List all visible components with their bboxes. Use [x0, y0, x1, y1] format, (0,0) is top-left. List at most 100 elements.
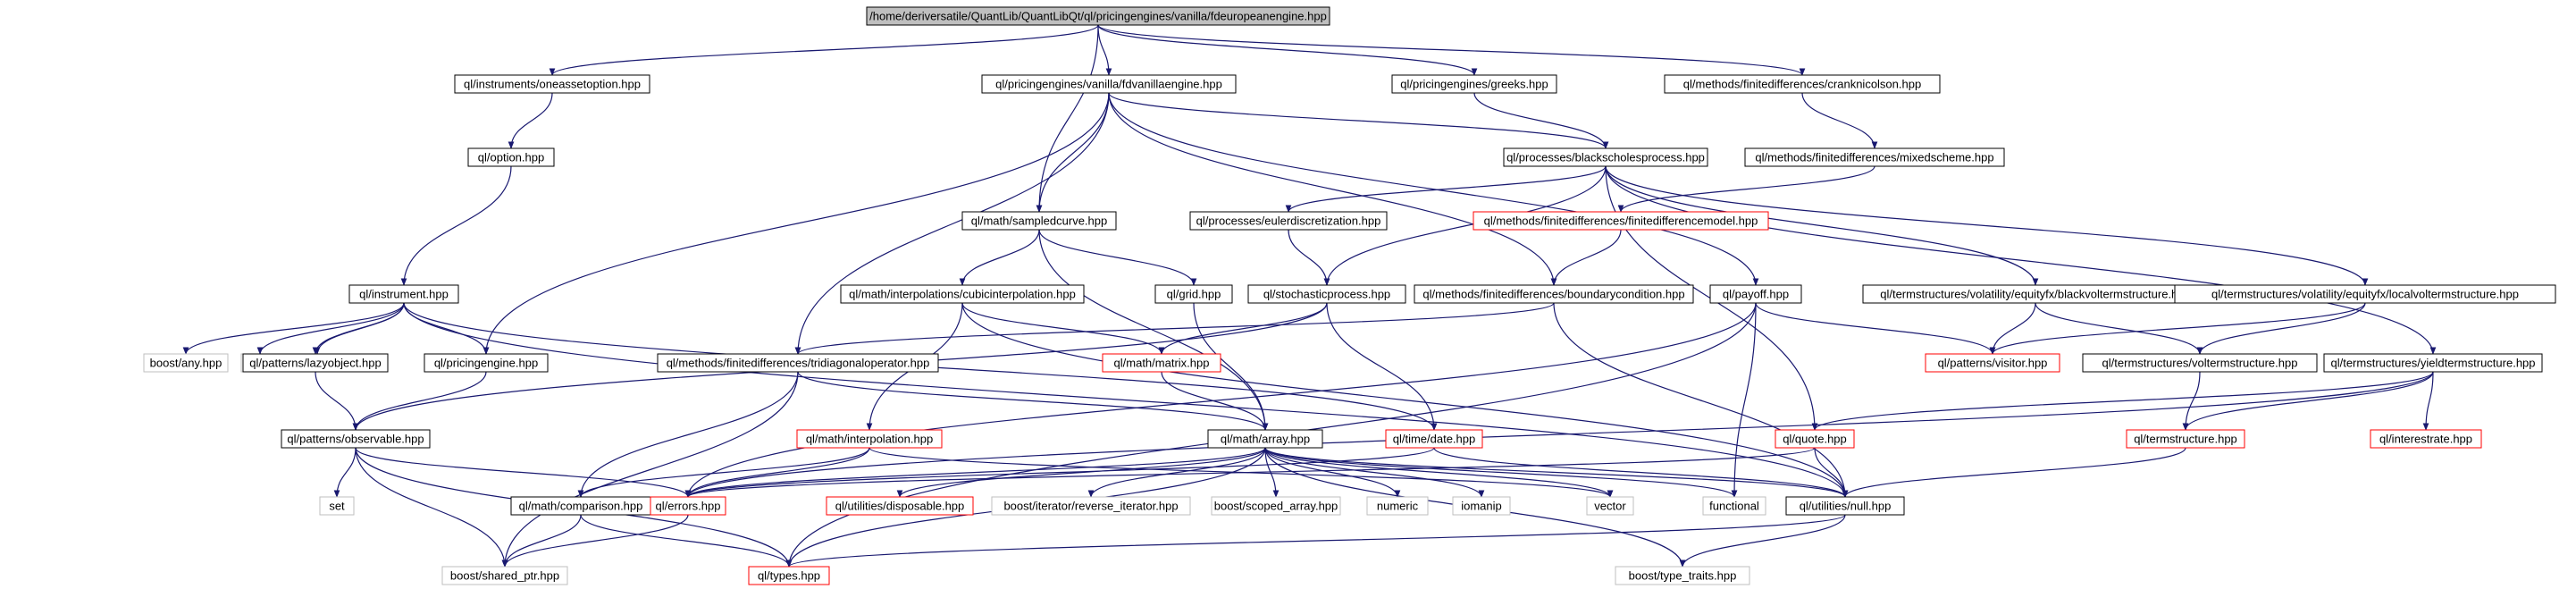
- node-eulerdisc[interactable]: ql/processes/eulerdiscretization.hpp: [1189, 211, 1388, 231]
- node-sharedptr: boost/shared_ptr.hpp: [441, 566, 568, 585]
- node-fdmodel[interactable]: ql/methods/finitedifferences/finitediffe…: [1473, 211, 1769, 231]
- edge-array-to-disposable: [896, 447, 1266, 498]
- node-boundary[interactable]: ql/methods/finitedifferences/boundarycon…: [1414, 284, 1694, 304]
- edge-interpolation-to-comparison: [577, 447, 870, 498]
- edge-array-to-reviter: [1087, 447, 1266, 498]
- node-box: [1503, 147, 1708, 167]
- edge-root-to-cranknicolson: [1097, 24, 1806, 76]
- node-interestrate[interactable]: ql/interestrate.hpp: [2370, 429, 2482, 449]
- node-box: [2174, 284, 2556, 304]
- node-tridiag[interactable]: ql/methods/finitedifferences/tridiagonal…: [657, 353, 939, 373]
- node-label: ql/instruments/oneassetoption.hpp: [464, 78, 641, 91]
- edge-observable-to-errors: [355, 447, 692, 498]
- node-cubicinterp[interactable]: ql/math/interpolations/cubicinterpolatio…: [840, 284, 1085, 304]
- node-visitor[interactable]: ql/patterns/visitor.hpp: [1925, 353, 2060, 373]
- node-label: ql/termstructure.hpp: [2134, 433, 2237, 446]
- node-numeric: numeric: [1366, 496, 1429, 516]
- node-label: ql/pricingengines/greeks.hpp: [1400, 78, 1548, 91]
- edge-comparison-to-sharedptr: [501, 514, 582, 568]
- node-box: [1452, 496, 1511, 516]
- node-label: functional: [1709, 500, 1759, 513]
- node-errors[interactable]: ql/errors.hpp: [650, 496, 726, 516]
- node-pricingengine[interactable]: ql/pricingengine.hpp: [424, 353, 549, 373]
- edge-sampledcurve-to-grid: [1038, 229, 1197, 286]
- node-label: boost/type_traits.hpp: [1629, 569, 1737, 583]
- node-matrix[interactable]: ql/math/matrix.hpp: [1102, 353, 1221, 373]
- node-quote[interactable]: ql/quote.hpp: [1775, 429, 1855, 449]
- node-box: [2370, 429, 2482, 449]
- node-label: ql/methods/finitedifferences/cranknicols…: [1683, 78, 1921, 91]
- node-yieldts[interactable]: ql/termstructures/yieldtermstructure.hpp: [2323, 353, 2543, 373]
- edge-fdvanillaengine-to-blackscholes: [1108, 92, 1609, 149]
- node-label: ql/utilities/null.hpp: [1800, 500, 1892, 513]
- edge-fdvanillaengine-to-tridiag: [794, 92, 1110, 355]
- node-voltermstruct[interactable]: ql/termstructures/voltermstructure.hpp: [2082, 353, 2318, 373]
- edge-root-to-greeks: [1097, 24, 1478, 76]
- node-array[interactable]: ql/math/array.hpp: [1207, 429, 1323, 449]
- node-null[interactable]: ql/utilities/null.hpp: [1785, 496, 1905, 516]
- node-stochproc[interactable]: ql/stochasticprocess.hpp: [1247, 284, 1406, 304]
- edge-yieldts-to-errors: [684, 371, 2434, 498]
- node-blackscholes[interactable]: ql/processes/blackscholesprocess.hpp: [1503, 147, 1708, 167]
- node-label: ql/stochasticprocess.hpp: [1263, 288, 1390, 301]
- node-grid[interactable]: ql/grid.hpp: [1154, 284, 1233, 304]
- node-label: ql/patterns/lazyobject.hpp: [249, 357, 381, 370]
- node-label: ql/errors.hpp: [656, 500, 721, 513]
- edge-matrix-to-array: [1161, 371, 1269, 431]
- node-oneassetoption[interactable]: ql/instruments/oneassetoption.hpp: [454, 74, 650, 94]
- edge-array-to-vector: [1264, 447, 1614, 498]
- node-label: ql/math/interpolation.hpp: [806, 433, 933, 446]
- node-label: set: [329, 500, 345, 513]
- node-observable[interactable]: ql/patterns/observable.hpp: [281, 429, 431, 449]
- node-instrument[interactable]: ql/instrument.hpp: [348, 284, 459, 304]
- node-label: ql/interestrate.hpp: [2379, 433, 2472, 446]
- node-label: ql/option.hpp: [478, 151, 544, 164]
- node-termstructure[interactable]: ql/termstructure.hpp: [2126, 429, 2245, 449]
- node-date[interactable]: ql/time/date.hpp: [1385, 429, 1483, 449]
- node-option[interactable]: ql/option.hpp: [467, 147, 555, 167]
- node-box: [454, 74, 650, 94]
- node-payoff[interactable]: ql/payoff.hpp: [1709, 284, 1802, 304]
- node-vector: vector: [1586, 496, 1634, 516]
- node-label: ql/instrument.hpp: [359, 288, 449, 301]
- edge-blackscholes-to-localvol: [1605, 165, 2369, 286]
- node-localvol[interactable]: ql/termstructures/volatility/equityfx/lo…: [2174, 284, 2556, 304]
- node-label: /home/deriversatile/QuantLib/QuantLibQt/…: [869, 10, 1327, 23]
- node-sampledcurve[interactable]: ql/math/sampledcurve.hpp: [961, 211, 1117, 231]
- node-comparison[interactable]: ql/math/comparison.hpp: [510, 496, 651, 516]
- edge-interpolation-to-errors: [684, 447, 870, 498]
- edge-payoff-to-functional: [1731, 302, 1757, 498]
- edge-instrument-to-boostany: [182, 302, 405, 355]
- node-box: [1207, 429, 1323, 449]
- node-box: [796, 429, 943, 449]
- node-label: ql/patterns/observable.hpp: [287, 433, 424, 446]
- node-mixedscheme[interactable]: ql/methods/finitedifferences/mixedscheme…: [1744, 147, 2005, 167]
- node-label: ql/pricingengine.hpp: [434, 357, 538, 370]
- node-root[interactable]: /home/deriversatile/QuantLib/QuantLibQt/…: [866, 6, 1330, 26]
- node-fdvanillaengine[interactable]: ql/pricingengines/vanilla/fdvanillaengin…: [981, 74, 1237, 94]
- node-interpolation[interactable]: ql/math/interpolation.hpp: [796, 429, 943, 449]
- node-label: ql/math/array.hpp: [1221, 433, 1310, 446]
- node-disposable[interactable]: ql/utilities/disposable.hpp: [826, 496, 974, 516]
- node-label: ql/math/interpolations/cubicinterpolatio…: [849, 288, 1076, 301]
- node-box: [1473, 211, 1769, 231]
- node-label: ql/methods/finitedifferences/finitediffe…: [1484, 215, 1758, 228]
- node-types[interactable]: ql/types.hpp: [748, 566, 830, 585]
- node-cranknicolson[interactable]: ql/methods/finitedifferences/cranknicols…: [1664, 74, 1941, 94]
- edge-null-to-typetraits: [1679, 514, 1846, 568]
- edge-quote-to-null: [1814, 447, 1849, 498]
- node-label: ql/patterns/visitor.hpp: [1938, 357, 2048, 370]
- edge-blackvol-to-voltermstruct: [2035, 302, 2203, 355]
- node-blackvol[interactable]: ql/termstructures/volatility/equityfx/bl…: [1862, 284, 2209, 304]
- node-lazyobject[interactable]: ql/patterns/lazyobject.hpp: [242, 353, 389, 373]
- edge-array-to-null: [1264, 447, 1849, 498]
- edge-grid-to-array: [1193, 302, 1269, 431]
- edge-observable-to-set: [333, 447, 357, 498]
- edge-sampledcurve-to-cubicinterp: [959, 229, 1040, 286]
- node-box: [2126, 429, 2245, 449]
- node-label: ql/termstructures/voltermstructure.hpp: [2102, 357, 2298, 370]
- node-box: [2082, 353, 2318, 373]
- node-greeks[interactable]: ql/pricingengines/greeks.hpp: [1391, 74, 1557, 94]
- node-label: ql/termstructures/volatility/equityfx/bl…: [1880, 288, 2191, 301]
- edge-voltermstruct-to-termstructure: [2182, 371, 2201, 431]
